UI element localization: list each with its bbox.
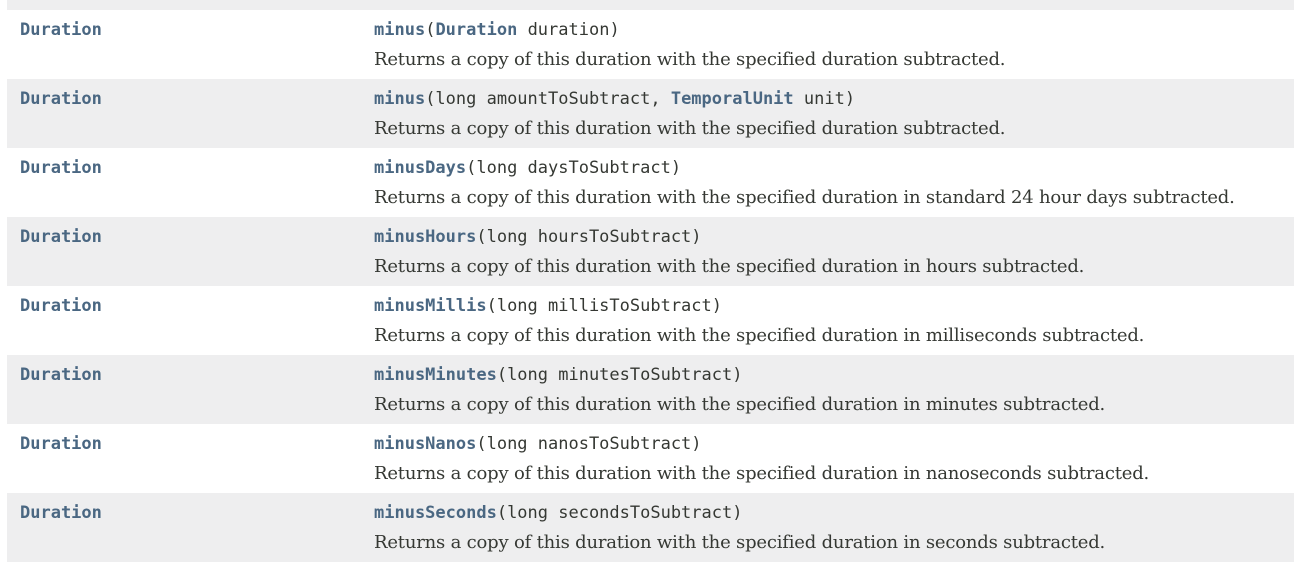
method-link[interactable]: minusNanos [374, 434, 477, 454]
method-description: Returns a copy of this duration with the… [374, 394, 1106, 415]
return-type-link[interactable]: Duration [20, 158, 102, 178]
param-type-link[interactable]: TemporalUnit [670, 89, 794, 109]
method-description: Returns a copy of this duration with the… [374, 49, 1006, 70]
method-description: Returns a copy of this duration with the… [374, 463, 1150, 484]
return-type-link[interactable]: Duration [20, 227, 102, 247]
method-signature: minusMillis(long millisToSubtract) [374, 296, 722, 316]
return-type-link[interactable]: Duration [20, 20, 102, 40]
param-text: (long nanosToSubtract) [476, 434, 702, 454]
param-text: ( [425, 20, 436, 40]
method-signature: minusDays(long daysToSubtract) [374, 158, 681, 178]
method-link[interactable]: minus [374, 20, 426, 40]
return-type-link[interactable]: Duration [20, 89, 102, 109]
param-text: (long hoursToSubtract) [476, 227, 702, 247]
return-type-link[interactable]: Duration [20, 365, 102, 385]
param-text: (long minutesToSubtract) [496, 365, 743, 385]
method-link[interactable]: minusMinutes [374, 365, 497, 385]
param-text: (long daysToSubtract) [466, 158, 682, 178]
return-type-link[interactable]: Duration [20, 503, 102, 523]
param-text: (long millisToSubtract) [486, 296, 722, 316]
table-row: Duration minusMinutes(long minutesToSubtr… [7, 355, 1294, 424]
method-link[interactable]: minus [374, 89, 426, 109]
table-row: Duration minusDays(long daysToSubtract) Re… [7, 148, 1294, 217]
param-type-link[interactable]: Duration [435, 20, 518, 40]
method-signature: minus(long amountToSubtract, TemporalUni… [374, 89, 855, 109]
return-type-link[interactable]: Duration [20, 296, 102, 316]
param-text: duration) [517, 20, 620, 40]
method-signature: minus(Duration duration) [374, 20, 620, 40]
param-text: (long secondsToSubtract) [496, 503, 743, 523]
table-row: Duration minusMillis(long millisToSubtrac… [7, 286, 1294, 355]
method-description: Returns a copy of this duration with the… [374, 118, 1006, 139]
table-row: Duration minus(long amountToSubtract, Tem… [7, 79, 1294, 148]
method-signature: minusNanos(long nanosToSubtract) [374, 434, 702, 454]
method-description: Returns a copy of this duration with the… [374, 256, 1085, 277]
table-row: Duration minusNanos(long nanosToSubtract)… [7, 424, 1294, 493]
table-row: Duration minusHours(long hoursToSubtract)… [7, 217, 1294, 286]
method-description: Returns a copy of this duration with the… [374, 532, 1106, 553]
param-text: (long amountToSubtract, [425, 89, 671, 109]
return-type-link[interactable]: Duration [20, 434, 102, 454]
method-link[interactable]: minusMillis [374, 296, 487, 316]
method-signature: minusHours(long hoursToSubtract) [374, 227, 702, 247]
method-signature: minusSeconds(long secondsToSubtract) [374, 503, 742, 523]
method-description: Returns a copy of this duration with the… [374, 325, 1145, 346]
method-link[interactable]: minusHours [374, 227, 477, 247]
method-link[interactable]: minusSeconds [374, 503, 497, 523]
previous-row-edge [7, 0, 1294, 10]
table-row: Duration minusSeconds(long secondsToSubtr… [7, 493, 1294, 562]
method-link[interactable]: minusDays [374, 158, 467, 178]
param-text: unit) [793, 89, 856, 109]
method-description: Returns a copy of this duration with the… [374, 187, 1235, 208]
method-signature: minusMinutes(long minutesToSubtract) [374, 365, 742, 385]
